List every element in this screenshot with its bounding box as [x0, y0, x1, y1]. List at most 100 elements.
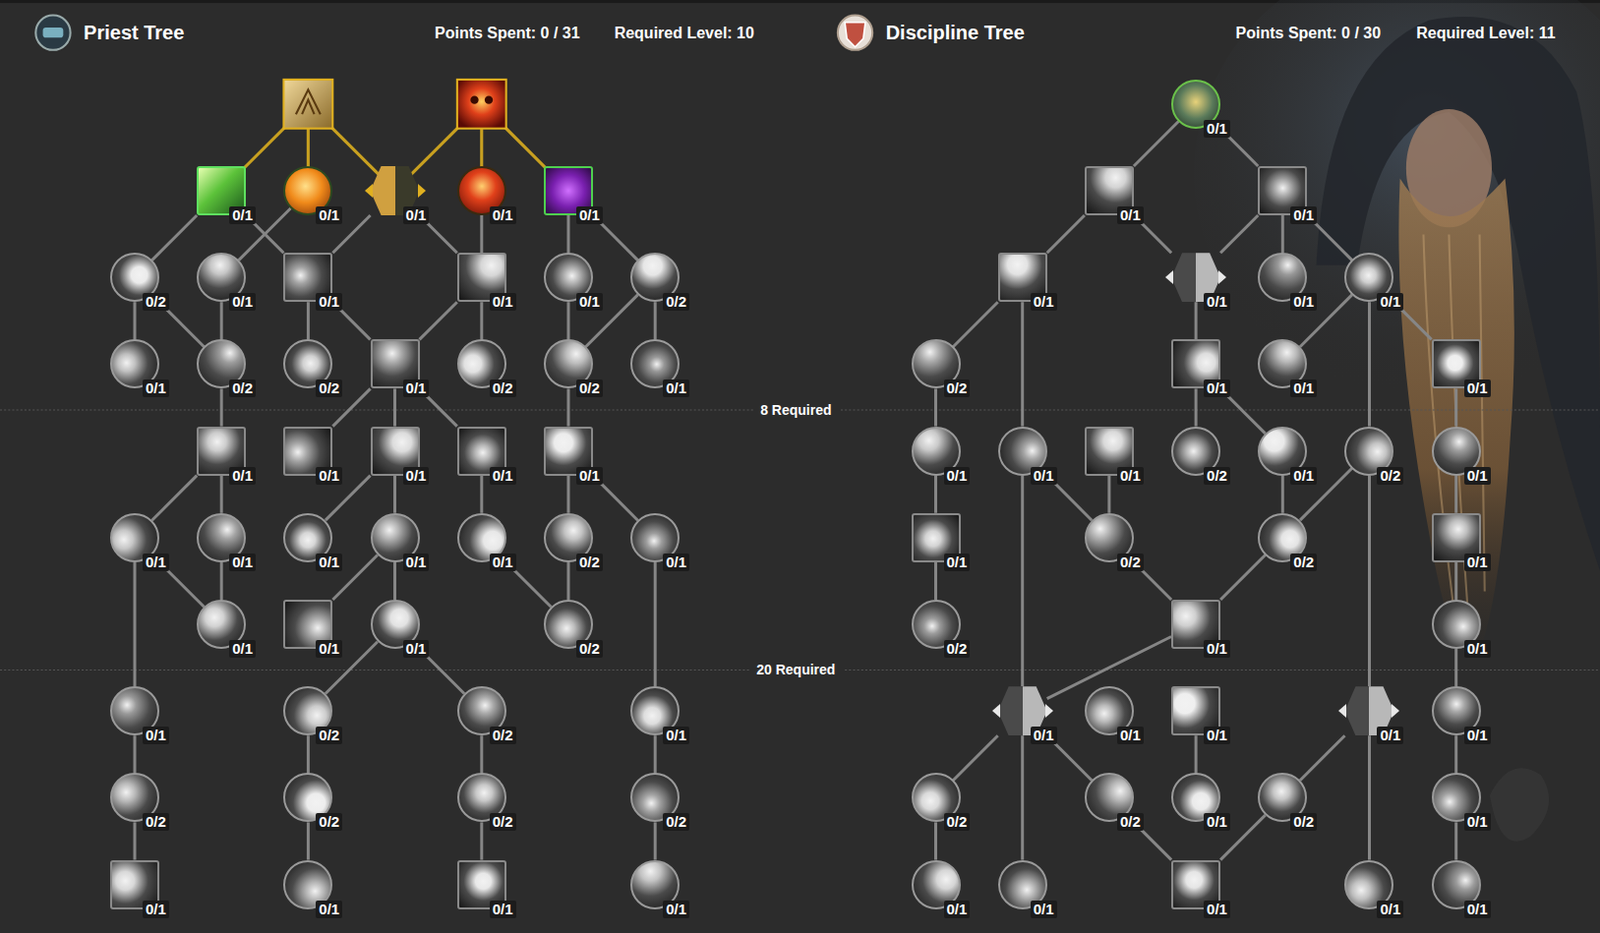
rank-count: 0/1 — [489, 467, 517, 485]
talent-link — [1454, 388, 1458, 426]
rank-count: 0/1 — [576, 206, 603, 225]
talent-link — [479, 735, 483, 773]
choice-arrow — [1391, 704, 1400, 718]
points-spent: Points Spent: 0 / 30 — [1236, 23, 1382, 43]
rank-count: 0/1 — [489, 900, 517, 919]
talent-link — [1454, 475, 1458, 514]
talent-node: 0/1 — [1419, 328, 1494, 400]
required-level: Required Level: 11 — [1416, 23, 1555, 43]
rank-count: 0/2 — [1376, 467, 1404, 485]
rank-count: 0/2 — [576, 640, 603, 658]
talent-node: 0/1 — [898, 415, 974, 487]
rank-count: 0/1 — [1203, 293, 1231, 311]
talent-link — [479, 475, 483, 514]
talent-node: 0/1 — [97, 502, 173, 574]
choice-talent: 0/1 — [985, 675, 1061, 747]
talent-node: 0/1 — [531, 415, 606, 487]
talent-node: 0/1 — [1158, 762, 1234, 833]
talent-link — [934, 562, 938, 600]
watermark-figure — [1489, 768, 1549, 841]
choice-talent: 0/1 — [357, 155, 433, 227]
talent-node: 0/1 — [531, 241, 606, 313]
rank-count: 0/2 — [489, 379, 517, 398]
rank-count: 0/1 — [1290, 467, 1317, 485]
talent-node: 0/1 — [1244, 241, 1320, 313]
rank-count: 0/1 — [1030, 293, 1058, 311]
rank-count: 0/1 — [1464, 467, 1491, 485]
rank-count: 0/1 — [142, 726, 170, 745]
rank-count: 0/1 — [142, 900, 170, 919]
talent-link — [152, 215, 198, 261]
talent-node: 0/1 — [617, 502, 693, 574]
talent-link — [567, 562, 571, 600]
talent-link — [1194, 735, 1198, 773]
talent-node: 0/1 — [444, 415, 520, 487]
spec-icon — [837, 15, 873, 51]
talent-link — [220, 562, 224, 600]
talent-link — [653, 735, 657, 773]
talent-link — [133, 301, 137, 340]
rank-count: 0/1 — [576, 467, 603, 485]
rank-count: 0/1 — [315, 293, 343, 311]
talent-link — [133, 735, 137, 773]
talent-node: 0/2 — [444, 328, 520, 400]
rank-count: 0/1 — [1464, 726, 1491, 745]
talent-node: 0/1 — [985, 241, 1061, 313]
talent-link — [479, 301, 483, 340]
choice-arrow — [1218, 270, 1227, 285]
talent-node: 0/1 — [617, 675, 693, 747]
rank-count: 0/2 — [944, 640, 971, 658]
talent-link — [952, 301, 999, 348]
talent-link — [1454, 649, 1458, 687]
talent-link — [479, 215, 483, 253]
talent-link — [1367, 475, 1371, 688]
entry-node-symbol — [296, 89, 321, 115]
talent-node: 0/2 — [1158, 415, 1234, 487]
rank-count: 0/1 — [229, 640, 256, 658]
talent-node: 0/1 — [898, 849, 974, 921]
talent-node: 0/1 — [97, 328, 173, 400]
required-level: Required Level: 10 — [614, 23, 755, 43]
choice-arrow — [364, 183, 373, 198]
talent-link — [133, 562, 137, 687]
talent-node: 0/1 — [531, 155, 606, 227]
rank-count: 0/1 — [229, 206, 256, 225]
talent-link — [152, 475, 198, 522]
talent-link — [934, 388, 938, 426]
rank-count: 0/1 — [315, 206, 343, 225]
talent-node: 0/1 — [1419, 415, 1494, 487]
rank-count: 0/2 — [142, 293, 170, 311]
talent-node: 0/1 — [183, 241, 259, 313]
rank-count: 0/1 — [1203, 379, 1231, 398]
talent-node: 0/2 — [270, 328, 346, 400]
rank-count: 0/2 — [576, 379, 603, 398]
rank-count: 0/1 — [315, 900, 343, 919]
talent-node: 0/1 — [1158, 675, 1234, 747]
talent-link — [306, 735, 310, 773]
rank-count: 0/1 — [1030, 900, 1058, 919]
rank-count: 0/1 — [403, 640, 430, 658]
talent-link — [1281, 475, 1285, 514]
rank-count: 0/1 — [315, 640, 343, 658]
rank-count: 0/1 — [1203, 813, 1231, 831]
talent-node: 0/1 — [1071, 155, 1147, 227]
spec-icon-shield — [844, 22, 866, 48]
talent-node: 0/2 — [531, 502, 606, 574]
talent-node: 0/2 — [1331, 415, 1407, 487]
talent-node: 0/2 — [1244, 762, 1320, 833]
talent-link — [393, 562, 397, 600]
talent-node: 0/1 — [444, 155, 520, 227]
talent-node: 0/1 — [1419, 589, 1494, 660]
rank-count: 0/1 — [944, 467, 971, 485]
rank-count: 0/2 — [229, 379, 256, 398]
talent-node: 0/1 — [183, 415, 259, 487]
talent-node: 0/1 — [183, 589, 259, 660]
talent-node: 0/1 — [617, 849, 693, 921]
rank-count: 0/1 — [1464, 640, 1491, 658]
rank-count: 0/1 — [662, 379, 690, 398]
talent-node: 0/1 — [1071, 415, 1147, 487]
talent-link — [1020, 475, 1024, 688]
class-icon-detail — [43, 27, 64, 38]
talent-node: 0/2 — [898, 328, 974, 400]
talent-node: 0/2 — [270, 762, 346, 833]
